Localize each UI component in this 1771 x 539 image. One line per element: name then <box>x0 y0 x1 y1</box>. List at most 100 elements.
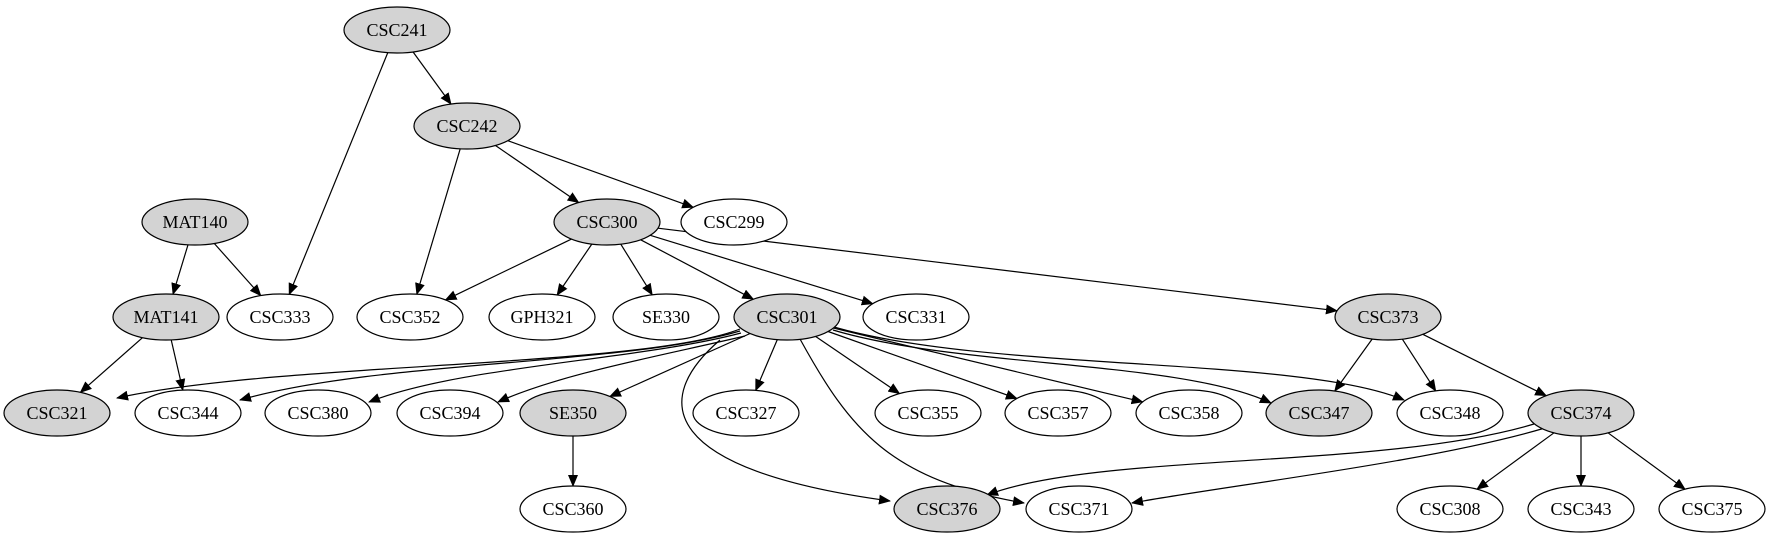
node-csc333: CSC333 <box>226 293 334 341</box>
node-ellipse <box>134 389 242 437</box>
node-ellipse <box>488 293 596 341</box>
node-ellipse <box>1004 389 1112 437</box>
node-csc301: CSC301 <box>733 293 841 341</box>
node-ellipse <box>1396 389 1504 437</box>
node-label: CSC374 <box>1550 403 1611 423</box>
edge-csc300-to-csc301 <box>640 239 755 300</box>
node-label: GPH321 <box>510 307 573 327</box>
node-se330: SE330 <box>612 293 720 341</box>
node-ellipse <box>519 389 627 437</box>
edge-csc301-to-csc357 <box>827 330 1018 400</box>
edge-csc300-to-se330 <box>620 243 653 296</box>
edge-csc374-to-csc308 <box>1476 432 1555 490</box>
node-mat140: MAT140 <box>141 198 249 246</box>
edge-mat141-to-csc344 <box>170 339 186 392</box>
edge-csc242-to-csc300 <box>494 144 580 204</box>
node-csc321: CSC321 <box>3 389 111 437</box>
node-ellipse <box>612 293 720 341</box>
node-label: CSC333 <box>249 307 310 327</box>
edge-csc301-to-csc347 <box>832 329 1272 404</box>
edge-csc301-to-csc348 <box>833 326 1405 401</box>
node-label: CSC299 <box>703 212 764 232</box>
node-ellipse <box>1025 485 1133 533</box>
node-gph321: GPH321 <box>488 293 596 341</box>
node-csc360: CSC360 <box>519 485 627 533</box>
node-ellipse <box>396 389 504 437</box>
node-csc348: CSC348 <box>1396 389 1504 437</box>
node-csc344: CSC344 <box>134 389 242 437</box>
node-ellipse <box>264 389 372 437</box>
edge-csc301-to-csc394 <box>497 335 746 403</box>
node-csc352: CSC352 <box>356 293 464 341</box>
node-csc358: CSC358 <box>1135 389 1243 437</box>
edge-csc301-to-se350 <box>608 332 751 398</box>
node-label: CSC380 <box>287 403 348 423</box>
node-label: CSC308 <box>1419 499 1480 519</box>
edge-csc374-to-csc376 <box>986 423 1535 496</box>
node-se350: SE350 <box>519 389 627 437</box>
node-csc242: CSC242 <box>413 102 521 150</box>
edge-mat140-to-csc333 <box>213 243 262 297</box>
node-ellipse <box>3 389 111 437</box>
node-label: CSC300 <box>576 212 637 232</box>
node-csc331: CSC331 <box>862 293 970 341</box>
node-csc347: CSC347 <box>1265 389 1373 437</box>
edge-mat141-to-csc321 <box>79 337 143 394</box>
edge-csc301-to-csc321 <box>116 328 741 401</box>
edge-csc301-to-csc358 <box>833 327 1144 405</box>
edge-csc242-to-csc299 <box>507 140 695 209</box>
node-label: CSC327 <box>715 403 776 423</box>
node-label: CSC331 <box>885 307 946 327</box>
node-mat141: MAT141 <box>112 293 220 341</box>
node-csc374: CSC374 <box>1527 389 1635 437</box>
node-ellipse <box>1135 389 1243 437</box>
node-csc343: CSC343 <box>1527 485 1635 533</box>
edge-csc241-to-csc333 <box>288 52 389 296</box>
node-label: CSC371 <box>1048 499 1109 519</box>
node-ellipse <box>343 6 451 54</box>
node-label: CSC355 <box>897 403 958 423</box>
node-ellipse <box>1527 389 1635 437</box>
node-ellipse <box>356 293 464 341</box>
edge-csc301-to-csc380 <box>368 332 742 403</box>
edges-layer <box>79 51 1686 507</box>
node-label: CSC242 <box>436 116 497 136</box>
edge-csc373-to-csc347 <box>1334 338 1373 392</box>
node-label: CSC348 <box>1419 403 1480 423</box>
node-csc380: CSC380 <box>264 389 372 437</box>
node-ellipse <box>141 198 249 246</box>
edge-csc300-to-csc331 <box>650 234 874 306</box>
node-ellipse <box>553 198 661 246</box>
node-label: CSC373 <box>1357 307 1418 327</box>
edge-csc374-to-csc371 <box>1131 427 1546 506</box>
node-csc373: CSC373 <box>1334 293 1442 341</box>
node-label: CSC321 <box>26 403 87 423</box>
node-label: CSC357 <box>1027 403 1088 423</box>
edge-csc373-to-csc348 <box>1401 338 1437 392</box>
node-csc300: CSC300 <box>553 198 661 246</box>
edge-csc242-to-csc352 <box>415 148 461 296</box>
node-label: CSC394 <box>419 403 480 423</box>
edge-csc241-to-csc242 <box>412 51 452 105</box>
edge-csc300-to-csc373 <box>657 227 1338 315</box>
node-csc241: CSC241 <box>343 6 451 54</box>
node-label: SE350 <box>549 403 597 423</box>
node-ellipse <box>519 485 627 533</box>
edge-csc301-to-csc355 <box>815 335 901 395</box>
node-ellipse <box>1265 389 1373 437</box>
node-ellipse <box>1527 485 1635 533</box>
node-csc308: CSC308 <box>1396 485 1504 533</box>
node-label: MAT140 <box>162 212 227 232</box>
node-ellipse <box>862 293 970 341</box>
node-ellipse <box>1658 485 1766 533</box>
node-label: SE330 <box>642 307 690 327</box>
node-ellipse <box>680 198 788 246</box>
node-label: MAT141 <box>133 307 198 327</box>
node-csc375: CSC375 <box>1658 485 1766 533</box>
edge-csc300-to-gph321 <box>556 243 593 296</box>
node-label: CSC375 <box>1681 499 1742 519</box>
edge-csc301-to-csc376 <box>681 339 891 505</box>
edge-mat140-to-mat141 <box>171 244 189 296</box>
node-label: CSC352 <box>379 307 440 327</box>
